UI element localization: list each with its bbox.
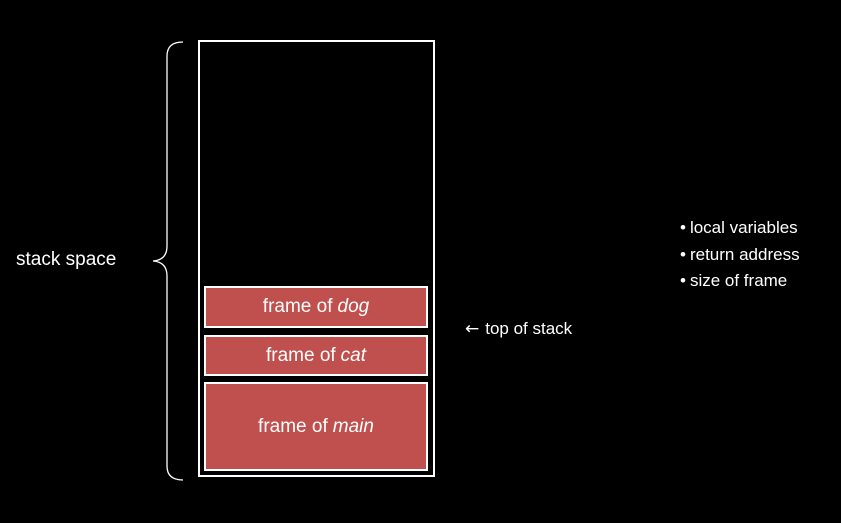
- list-item: •size of frame: [680, 268, 800, 295]
- stack-frame-cat: frame of cat: [204, 335, 428, 376]
- bullet-icon: •: [680, 244, 686, 264]
- frame-function-name: main: [332, 415, 374, 437]
- bullet-icon: •: [680, 271, 686, 290]
- frame-function-name: dog: [337, 296, 370, 317]
- list-item-text: local variables: [689, 218, 798, 237]
- frame-prefix: frame of: [258, 415, 328, 437]
- frame-function-name: cat: [340, 344, 367, 366]
- stack-space-label: stack space: [16, 249, 117, 270]
- stack-frame-main: frame of main: [204, 382, 428, 471]
- left-arrow-icon: ←: [465, 319, 480, 339]
- top-of-stack-pointer: ← top of stack: [465, 318, 572, 340]
- stack-space-brace: [152, 41, 184, 481]
- stack-frame-dog: frame of dog: [204, 286, 428, 328]
- stack-container: [198, 40, 435, 477]
- list-item-text: return address: [689, 244, 800, 264]
- bullet-icon: •: [680, 218, 686, 237]
- list-item: •return address: [680, 242, 800, 269]
- list-item-text: size of frame: [689, 271, 788, 290]
- frame-contents-list: •local variables •return address •size o…: [680, 215, 800, 295]
- list-item: •local variables: [680, 215, 800, 242]
- top-of-stack-label: top of stack: [485, 319, 573, 338]
- frame-prefix: frame of: [265, 344, 336, 366]
- frame-prefix: frame of: [262, 296, 333, 317]
